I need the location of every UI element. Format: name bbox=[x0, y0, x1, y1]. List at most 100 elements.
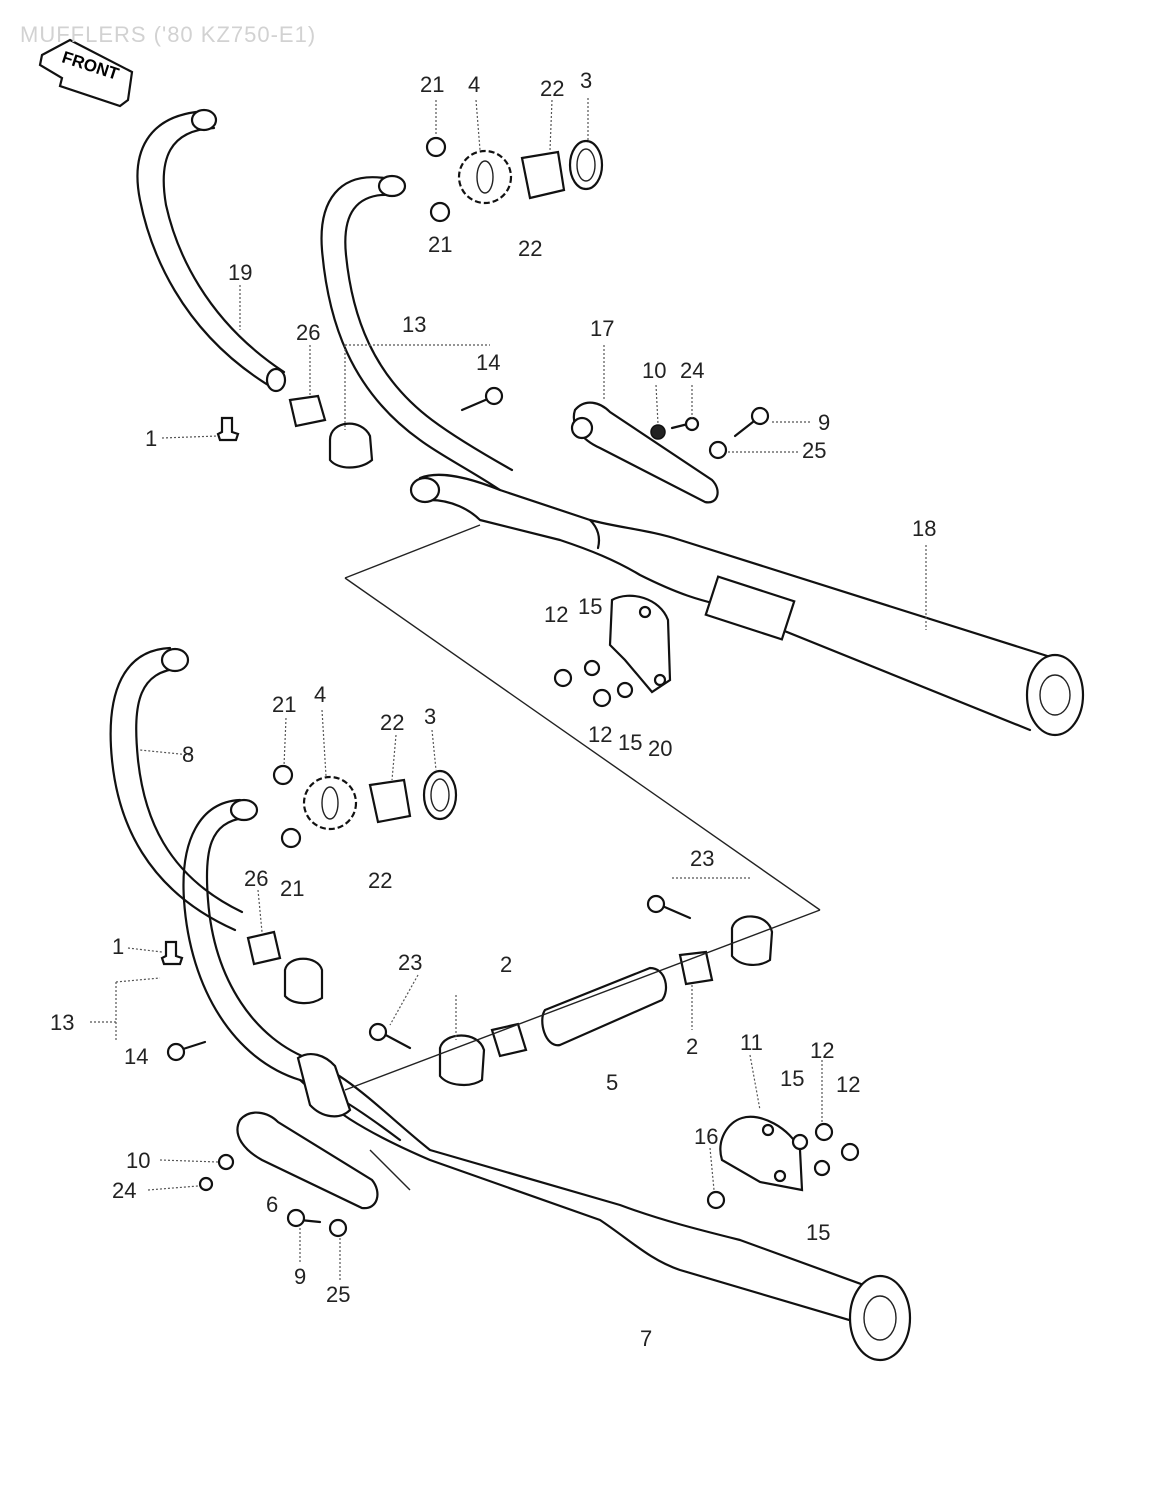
callout-3: 3 bbox=[580, 68, 593, 93]
callout-22: 22 bbox=[368, 868, 393, 893]
callout-2: 2 bbox=[500, 952, 513, 977]
bracket-20 bbox=[608, 594, 672, 694]
nut-12-bottom-a bbox=[814, 1122, 834, 1142]
washer-15-bottom-b bbox=[813, 1159, 831, 1177]
bolt-24-bottom bbox=[198, 1176, 214, 1192]
exhaust-header-top bbox=[320, 176, 502, 492]
callout-1: 1 bbox=[145, 426, 158, 451]
bolt-23-right bbox=[646, 894, 666, 914]
muffler-7 bbox=[298, 1078, 902, 1337]
bracket-11 bbox=[719, 1115, 804, 1192]
callout-21: 21 bbox=[420, 72, 445, 97]
muffler-18 bbox=[418, 473, 1062, 662]
callout-1: 1 bbox=[112, 934, 125, 959]
washer-10-top bbox=[650, 424, 666, 440]
callout-12: 12 bbox=[544, 602, 569, 627]
callout-20: 20 bbox=[648, 736, 673, 761]
callout-26: 26 bbox=[296, 320, 321, 345]
clamp-13-top bbox=[328, 422, 374, 469]
washer-10-bottom bbox=[217, 1153, 235, 1171]
callout-8: 8 bbox=[182, 742, 195, 767]
bolt-23-left bbox=[368, 1022, 388, 1042]
bolt-24-top bbox=[684, 416, 700, 432]
leader-lines bbox=[90, 98, 927, 1280]
bracket-17 bbox=[572, 401, 719, 504]
bolt-14-bottom bbox=[166, 1042, 186, 1062]
nut-12-top-b bbox=[592, 688, 612, 708]
callout-15: 15 bbox=[806, 1220, 831, 1245]
callout-23: 23 bbox=[690, 846, 715, 871]
callout-12: 12 bbox=[588, 722, 613, 747]
bolt-1-bottom bbox=[160, 940, 184, 966]
callout-14: 14 bbox=[476, 350, 501, 375]
callout-15: 15 bbox=[578, 594, 603, 619]
nut-12-top-a bbox=[553, 668, 573, 688]
callout-22: 22 bbox=[540, 76, 565, 101]
callout-25: 25 bbox=[802, 438, 827, 463]
exhaust-pipe-19 bbox=[136, 110, 270, 387]
callout-9: 9 bbox=[818, 410, 831, 435]
sleeve-2-left bbox=[490, 1022, 528, 1058]
clamp-13-bottom bbox=[283, 957, 324, 1005]
callout-21: 21 bbox=[280, 876, 305, 901]
gasket-3-top bbox=[568, 139, 604, 191]
callout-16: 16 bbox=[694, 1124, 719, 1149]
callout-21: 21 bbox=[428, 232, 453, 257]
gasket-3-bottom bbox=[422, 769, 458, 821]
callout-2: 2 bbox=[686, 1034, 699, 1059]
nut-21-bottom-a bbox=[272, 764, 294, 786]
nut-12-bottom-b bbox=[840, 1142, 860, 1162]
callout-3: 3 bbox=[424, 704, 437, 729]
callout-25: 25 bbox=[326, 1282, 351, 1307]
callout-18: 18 bbox=[912, 516, 937, 541]
callout-24: 24 bbox=[680, 358, 705, 383]
callout-26: 26 bbox=[244, 866, 269, 891]
callout-24: 24 bbox=[112, 1178, 137, 1203]
callout-15: 15 bbox=[618, 730, 643, 755]
nut-21-top-b bbox=[429, 201, 451, 223]
callout-6: 6 bbox=[266, 1192, 279, 1217]
connector-pipe-5 bbox=[541, 966, 668, 1047]
sleeve-26-bottom bbox=[246, 930, 282, 966]
diagram-title: MUFFLERS ('80 KZ750-E1) bbox=[20, 22, 317, 47]
front-arrow-badge: FRONT bbox=[38, 38, 134, 108]
clamp-23-left bbox=[438, 1034, 486, 1086]
clamp-23-right bbox=[730, 915, 774, 966]
washer-15-bottom-a bbox=[791, 1133, 809, 1151]
split-keeper-22-bottom bbox=[368, 778, 412, 824]
callout-4: 4 bbox=[468, 72, 481, 97]
exhaust-pipe-8 bbox=[109, 646, 237, 932]
nut-21-bottom-b bbox=[280, 827, 302, 849]
bracket-6 bbox=[236, 1111, 379, 1210]
callout-22: 22 bbox=[518, 236, 543, 261]
callout-15: 15 bbox=[780, 1066, 805, 1091]
callout-22: 22 bbox=[380, 710, 405, 735]
callout-7: 7 bbox=[640, 1326, 653, 1351]
callout-10: 10 bbox=[642, 358, 667, 383]
callout-12: 12 bbox=[810, 1038, 835, 1063]
callout-17: 17 bbox=[590, 316, 615, 341]
bolt-14-top bbox=[484, 386, 504, 406]
bolt-9-bottom bbox=[286, 1208, 306, 1228]
nut-21-top-a bbox=[425, 136, 447, 158]
sleeve-26-top bbox=[288, 394, 327, 428]
split-keeper-22-top bbox=[520, 150, 566, 200]
callout-12: 12 bbox=[836, 1072, 861, 1097]
bolt-9-top bbox=[750, 406, 770, 426]
washer-15-top-a bbox=[583, 659, 601, 677]
callout-4: 4 bbox=[314, 682, 327, 707]
flange-4-top bbox=[457, 149, 513, 205]
callout-23: 23 bbox=[398, 950, 423, 975]
washer-15-top-b bbox=[616, 681, 634, 699]
nut-25-bottom bbox=[328, 1218, 348, 1238]
flange-4-bottom bbox=[302, 775, 358, 831]
callout-21: 21 bbox=[272, 692, 297, 717]
nut-25-top bbox=[708, 440, 728, 460]
bolt-1-top bbox=[216, 416, 240, 442]
callout-9: 9 bbox=[294, 1264, 307, 1289]
callout-13: 13 bbox=[402, 312, 427, 337]
callout-14: 14 bbox=[124, 1044, 149, 1069]
callout-11: 11 bbox=[740, 1030, 763, 1055]
